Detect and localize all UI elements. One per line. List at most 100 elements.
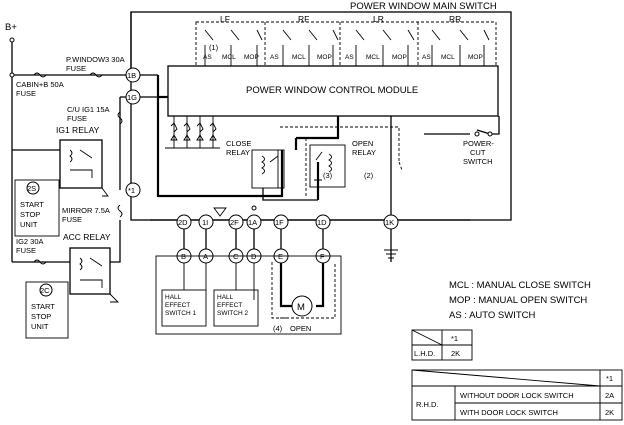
conn-1d: 1D: [317, 218, 327, 227]
open-relay-label-2: RELAY: [352, 148, 376, 157]
lhd-header: *1: [451, 334, 458, 343]
open-relay: (3) OPEN RELAY (2): [309, 139, 376, 188]
motor-unit: HALL EFFECT SWITCH 1 HALL EFFECT SWITCH …: [155, 255, 342, 335]
marker-3: (3): [323, 171, 333, 180]
rhd-row2-value: 2K: [605, 408, 614, 417]
group-label-lf: LF: [220, 14, 230, 24]
hall2-line-3: SWITCH 2: [217, 310, 248, 317]
left-power-side: B+ P.WINDOW3 30A FUSE CABIN+B 50A FUSE 1…: [5, 12, 158, 339]
fuse-pwindow-2: FUSE: [66, 64, 86, 73]
conn-1b: 1B: [127, 71, 136, 80]
conn-b: B: [181, 252, 186, 261]
hall1-line-3: SWITCH 1: [165, 310, 196, 317]
switch-contacts: (1) AS MCL MOP AS MCL MOP AS MCL MOP AS …: [203, 29, 490, 66]
sw-mop-lr: MOP: [392, 54, 407, 61]
fuse-cuig1-2: FUSE: [67, 114, 87, 123]
b-plus-label: B+: [5, 22, 17, 33]
control-module-label: POWER WINDOW CONTROL MODULE: [246, 85, 418, 96]
hall1-line-2: EFFECT: [165, 302, 190, 309]
ss1-line-1: START: [20, 200, 44, 209]
rhd-header: *1: [606, 374, 613, 383]
rhd-row1-label: WITHOUT DOOR LOCK SWITCH: [460, 391, 574, 400]
marker-1-lf: (1): [209, 43, 219, 52]
rhd-row2-label: WITH DOOR LOCK SWITCH: [460, 408, 558, 417]
legend-mcl: MCL : MANUAL CLOSE SWITCH: [449, 280, 591, 291]
main-switch-title: POWER WINDOW MAIN SWITCH: [350, 1, 497, 12]
sw-as-rr: AS: [422, 54, 431, 61]
fuse-cuig1-1: C/U IG1 15A: [67, 105, 110, 114]
conn-1a: 1A: [248, 218, 257, 227]
lhd-value: 2K: [451, 349, 460, 358]
hall2-line-2: EFFECT: [217, 302, 242, 309]
sw-as-lr: AS: [345, 54, 354, 61]
conn-2d: 2D: [178, 218, 188, 227]
close-relay-label-1: CLOSE: [226, 139, 251, 148]
sw-mcl-rr: MCL: [441, 54, 455, 61]
legend-mop: MOP : MANUAL OPEN SWITCH: [449, 295, 587, 306]
ss1-line-3: UNIT: [20, 220, 38, 229]
conn-1i: 1I: [202, 218, 208, 227]
marker-2: (2): [364, 171, 374, 180]
fuse-cabin-1: CABIN+B 50A: [16, 80, 64, 89]
rhd-row-label: R.H.D.: [416, 400, 439, 409]
fuse-ig2-2: FUSE: [16, 246, 36, 255]
hall1-line-1: HALL: [165, 294, 182, 301]
sw-as-rf: AS: [270, 54, 279, 61]
sw-mop-rr: MOP: [468, 54, 483, 61]
rhd-row1-value: 2A: [605, 391, 614, 400]
power-cut-label-3: SWITCH: [463, 157, 493, 166]
sw-as-lf: AS: [203, 54, 212, 61]
power-cut-label-2: CUT: [470, 148, 486, 157]
close-relay: CLOSE RELAY: [226, 139, 285, 189]
group-label-rr: RR: [449, 14, 461, 24]
open-label: OPEN: [290, 324, 311, 333]
conn-1g: 1G: [127, 93, 137, 102]
hall2-line-1: HALL: [217, 294, 234, 301]
internal-wiring: [150, 75, 470, 262]
ss2-line-2: STOP: [31, 312, 51, 321]
close-relay-label-2: RELAY: [226, 148, 250, 157]
conn-f: F: [320, 252, 325, 261]
fuse-mirror-1: MIRROR 7.5A: [62, 206, 110, 215]
control-module: POWER WINDOW CONTROL MODULE: [167, 65, 499, 117]
table-lhd: *1 L.H.D. 2K: [411, 329, 473, 361]
conn-a: A: [203, 252, 208, 261]
fuse-pwindow-1: P.WINDOW3 30A: [66, 55, 125, 64]
ss2-line-1: START: [31, 302, 55, 311]
legend-as: AS : AUTO SWITCH: [449, 310, 536, 321]
conn-2s: 2S: [27, 184, 36, 193]
fuse-ig2-1: IG2 30A: [16, 237, 44, 246]
sw-mcl-lr: MCL: [366, 54, 380, 61]
connector-row: 2D 1I 2F 1A 1F 1D 1K B A C D E F: [176, 205, 399, 264]
power-cut-switch: POWER- CUT SWITCH: [424, 116, 500, 166]
conn-e: E: [278, 252, 283, 261]
conn-d: D: [251, 252, 257, 261]
ss2-line-3: UNIT: [31, 322, 49, 331]
conn-2c: 2C: [40, 286, 50, 295]
sw-mop-lf: MOP: [244, 54, 259, 61]
switch-group-boxes: LF RF LR RR: [195, 14, 497, 67]
ig1-relay-label: IG1 RELAY: [56, 125, 100, 135]
conn-2f: 2F: [230, 218, 239, 227]
transistor-cluster: [165, 116, 220, 149]
group-label-rf: RF: [298, 14, 309, 24]
conn-star1: *1: [128, 186, 135, 195]
sw-mcl-lf: MCL: [222, 54, 236, 61]
marker-4: (4): [273, 324, 283, 333]
sw-mcl-rf: MCL: [292, 54, 306, 61]
conn-1k: 1K: [385, 218, 394, 227]
open-relay-label-1: OPEN: [352, 139, 373, 148]
fuse-mirror-2: FUSE: [62, 215, 82, 224]
sw-mop-rf: MOP: [317, 54, 332, 61]
conn-1f: 1F: [275, 218, 284, 227]
power-cut-label-1: POWER-: [463, 139, 494, 148]
fuse-cabin-2: FUSE: [16, 89, 36, 98]
legend: MCL : MANUAL CLOSE SWITCH MOP : MANUAL O…: [449, 280, 591, 321]
ss1-line-2: STOP: [20, 210, 40, 219]
acc-relay-label: ACC RELAY: [63, 232, 111, 242]
table-rhd: *1 R.H.D. WITHOUT DOOR LOCK SWITCH 2A WI…: [411, 369, 623, 421]
group-label-lr: LR: [373, 14, 384, 24]
motor-label: M: [297, 302, 305, 313]
lhd-row-label: L.H.D.: [414, 349, 435, 358]
